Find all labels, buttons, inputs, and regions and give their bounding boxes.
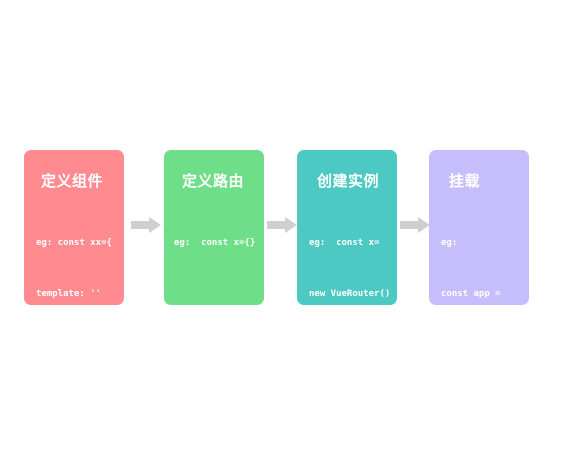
code-line: new Vue() xyxy=(441,340,496,350)
step-title: 定义路由 xyxy=(182,172,245,190)
code-line: eg: xyxy=(441,238,458,248)
code-line: eg: const x= xyxy=(309,238,380,248)
code-line: new VueRouter() xyxy=(309,289,391,299)
step-create-instance: 创建实例 eg: const x= new VueRouter() xyxy=(297,150,397,305)
code-line: eg: const xx={ xyxy=(36,238,112,248)
code-line: const app = xyxy=(441,289,501,299)
arrow-right-icon xyxy=(400,217,430,233)
code-line: } xyxy=(36,340,42,350)
step-title: 创建实例 xyxy=(317,172,380,190)
step-code: eg: const x={} xyxy=(174,201,255,286)
step-mount: 挂载 eg: const app = new Vue() xyxy=(429,150,529,350)
step-define-routes: 定义路由 eg: const x={} xyxy=(164,150,264,305)
step-code: eg: const app = new Vue() xyxy=(441,201,501,388)
step-title: 定义组件 xyxy=(41,172,104,190)
code-line: eg: const x={} xyxy=(174,238,256,248)
code-line: template: '' xyxy=(36,289,102,299)
step-code: eg: const xx={ template: '' } xyxy=(36,201,112,388)
step-code: eg: const x= new VueRouter() xyxy=(309,201,390,337)
arrow-right-icon xyxy=(131,217,161,233)
arrow-right-icon xyxy=(267,217,297,233)
step-title: 挂载 xyxy=(449,172,481,190)
step-define-component: 定义组件 eg: const xx={ template: '' } xyxy=(24,150,124,350)
